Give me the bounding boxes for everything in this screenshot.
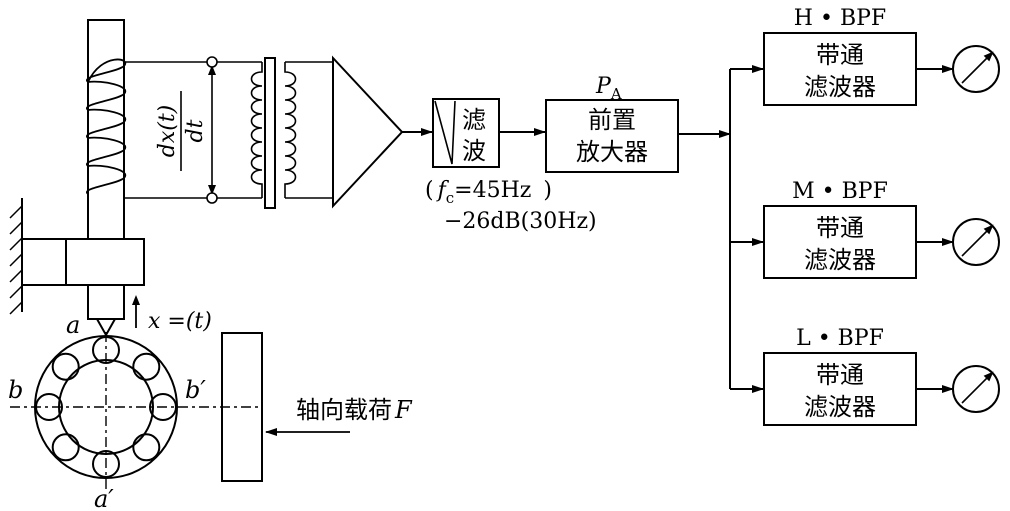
bpf-title-h: H • BPF (794, 6, 886, 31)
filter-label-line1: 滤 (462, 106, 486, 134)
bpf-label-l-line1: 带通 (816, 361, 864, 389)
axial-load-text: 轴向载荷 (296, 396, 392, 424)
thrust-plate (221, 332, 263, 482)
bearing (10, 332, 262, 490)
cutoff-frequency-label: (fc=45Hz) (425, 178, 552, 207)
bpf-label-m-line1: 带通 (816, 214, 864, 242)
terminal-bottom (206, 192, 218, 204)
point-b-prime-label: b′ (185, 376, 206, 404)
axial-load-symbol: F (394, 396, 413, 424)
terminal-top (206, 56, 218, 68)
derivative-denominator: dt (183, 119, 208, 142)
displacement-label: x =(t) (148, 309, 212, 334)
preamp-symbol-subscript: A (610, 85, 622, 103)
bpf-title-m: M • BPF (792, 179, 888, 204)
mounting-block (21, 238, 145, 286)
amplifier-triangle (332, 55, 404, 209)
coil-lead-wires (124, 61, 262, 199)
bpf-title-l: L • BPF (796, 326, 884, 351)
preamp-label-line1: 前置 (588, 106, 636, 134)
filter-label-line2: 波 (462, 137, 486, 165)
meter-icon-h (952, 45, 1000, 93)
probe-tip (95, 318, 117, 338)
cutoff-value: =45Hz (454, 178, 531, 203)
meter-icon-l (952, 365, 1000, 413)
meter-icon-m (952, 218, 1000, 266)
point-b-label: b (8, 376, 23, 404)
filter-slope-symbol (434, 100, 456, 165)
bpf-label-m-line2: 滤波器 (804, 246, 876, 274)
attenuation-label: −26dB(30Hz) (444, 209, 597, 234)
cutoff-open-paren: ( (425, 178, 434, 203)
cutoff-subscript: c (446, 189, 454, 207)
probe-stem (87, 284, 125, 320)
bpf-label-h-line1: 带通 (816, 41, 864, 69)
preamp-symbol: PA (595, 74, 622, 103)
preamp-symbol-main: P (595, 74, 612, 99)
point-a-label: a (66, 311, 80, 339)
cutoff-close-paren: ) (543, 178, 552, 203)
bpf-label-h-line2: 滤波器 (804, 73, 876, 101)
transformer (250, 57, 333, 209)
derivative-label: dx(t) dt (155, 91, 208, 171)
preamp-label-line2: 放大器 (576, 138, 648, 166)
bpf-label-l-line2: 滤波器 (804, 393, 876, 421)
derivative-numerator: dx(t) (155, 105, 180, 158)
preamp-box (545, 99, 679, 173)
fixed-wall (9, 198, 23, 315)
pickup-coil (86, 58, 127, 195)
point-a-prime-label: a′ (94, 485, 114, 511)
